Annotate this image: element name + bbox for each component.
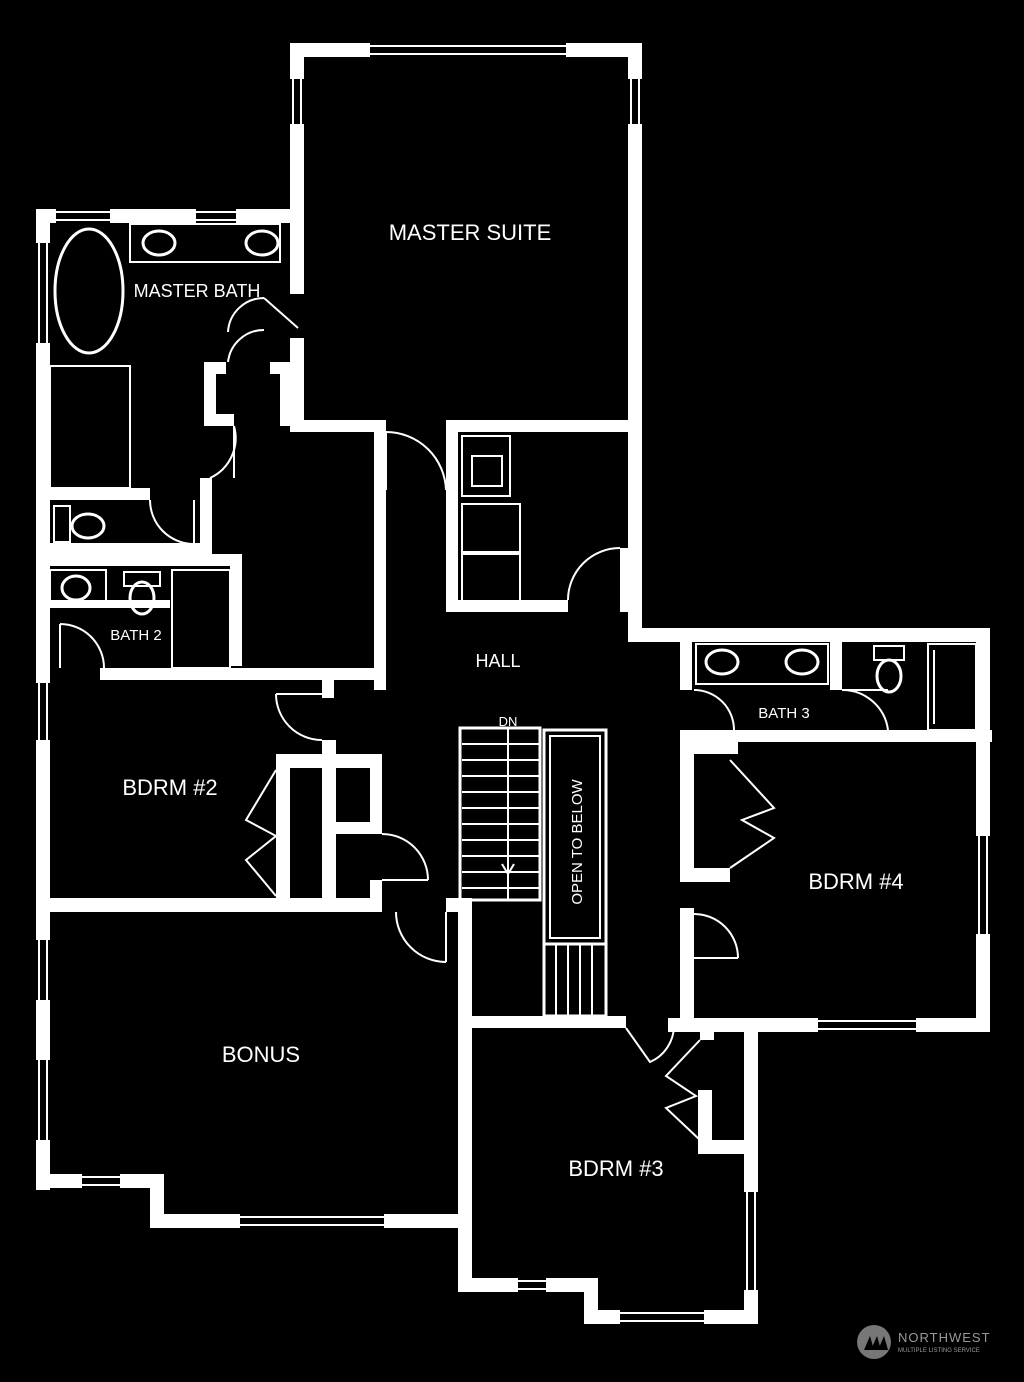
- toilet-icon: [875, 658, 903, 694]
- windows: [38, 45, 988, 1322]
- nwmls-logo-icon: [857, 1325, 891, 1359]
- label-bonus: BONUS: [222, 1042, 300, 1067]
- interior-walls: [36, 338, 992, 1154]
- label-bath-2: BATH 2: [110, 627, 161, 644]
- label-stair-dn: DN: [499, 714, 518, 729]
- label-master-suite: MASTER SUITE: [389, 220, 552, 245]
- label-open-to-below: OPEN TO BELOW: [569, 779, 586, 905]
- sink-icon: [244, 229, 280, 257]
- door-swings: [59, 296, 889, 1141]
- room-labels: MASTER SUITE MASTER BATH BATH 2 HALL DN …: [110, 220, 903, 1181]
- sink-icon: [704, 648, 740, 676]
- watermark-name: NORTHWEST: [898, 1330, 991, 1345]
- label-bdrm-2: BDRM #2: [122, 775, 217, 800]
- label-bath-3: BATH 3: [758, 705, 809, 722]
- toilet-icon: [128, 580, 156, 616]
- label-bdrm-4: BDRM #4: [808, 869, 903, 894]
- staircase: [458, 726, 608, 1018]
- bathtub-icon: [53, 227, 125, 355]
- sink-icon: [60, 574, 92, 602]
- fixtures: [49, 223, 977, 731]
- label-hall: HALL: [475, 651, 520, 671]
- label-bdrm-3: BDRM #3: [568, 1156, 663, 1181]
- watermark-tagline: MULTIPLE LISTING SERVICE: [898, 1348, 980, 1354]
- label-master-bath: MASTER BATH: [134, 281, 261, 301]
- toilet-icon: [70, 512, 106, 540]
- exterior-walls: [36, 43, 990, 1324]
- sink-icon: [784, 648, 820, 676]
- nwmls-watermark: NORTHWEST MULTIPLE LISTING SERVICE: [857, 1325, 991, 1359]
- sink-icon: [141, 229, 177, 257]
